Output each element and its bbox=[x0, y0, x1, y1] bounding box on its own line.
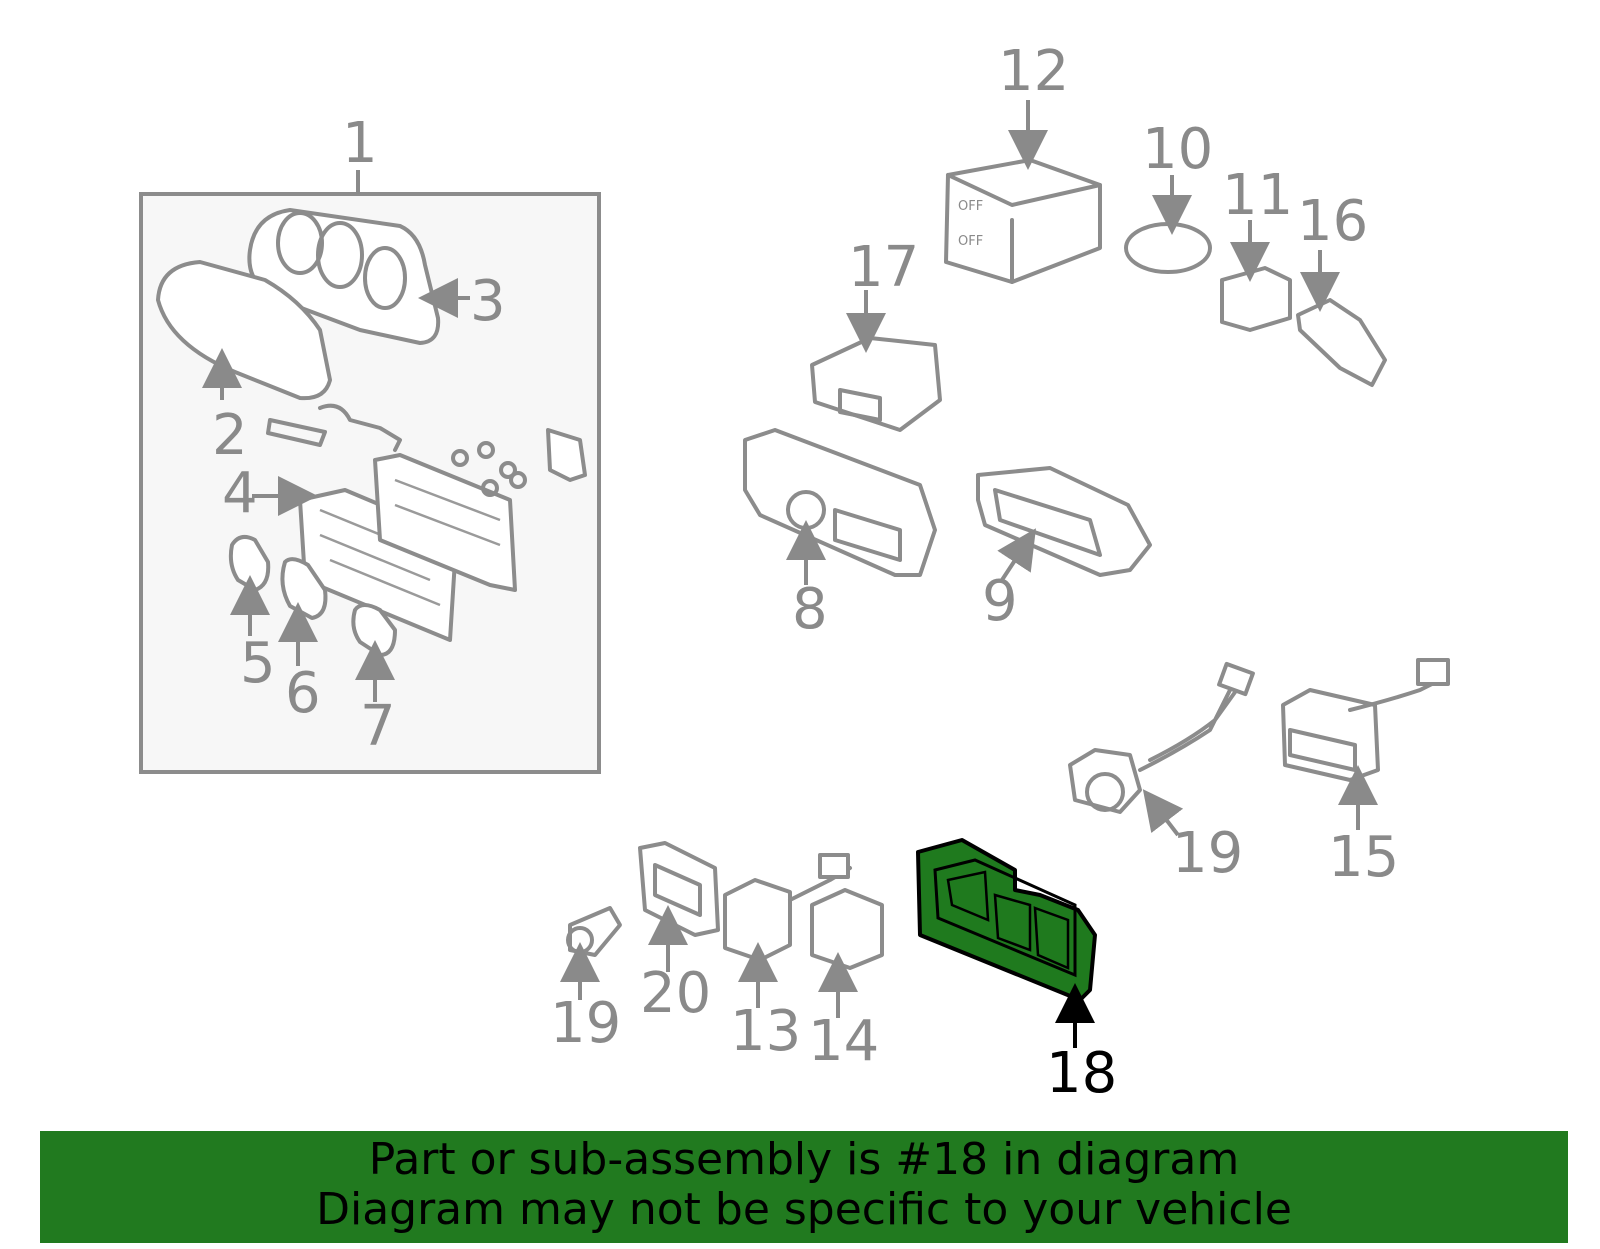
off-label-top: OFF bbox=[958, 199, 983, 214]
gauge-part-5 bbox=[228, 534, 271, 636]
module-part-17 bbox=[810, 290, 942, 432]
callout-19-left: 19 bbox=[550, 991, 621, 1056]
callout-12: 12 bbox=[998, 39, 1069, 104]
control-panel-part-8 bbox=[743, 428, 937, 585]
callout-17: 17 bbox=[848, 235, 919, 300]
callout-19-right: 19 bbox=[1172, 821, 1243, 886]
callout-4: 4 bbox=[222, 461, 258, 526]
bezel-part-20 bbox=[638, 841, 720, 972]
cap-part-10 bbox=[1124, 175, 1212, 274]
callout-18: 18 bbox=[1046, 1041, 1117, 1106]
cluster-small-parts bbox=[266, 403, 587, 497]
switch-part-11 bbox=[1220, 220, 1292, 332]
callout-6: 6 bbox=[285, 661, 321, 726]
switch-part-16 bbox=[1296, 250, 1387, 387]
callout-16: 16 bbox=[1297, 189, 1368, 254]
cluster-lens-part-2 bbox=[156, 260, 332, 401]
callout-7: 7 bbox=[360, 694, 396, 759]
callout-1: 1 bbox=[342, 111, 378, 176]
switch-part-15 bbox=[1281, 658, 1450, 830]
callout-8: 8 bbox=[792, 577, 828, 642]
banner-line-2: Diagram may not be specific to your vehi… bbox=[316, 1184, 1292, 1235]
callout-10: 10 bbox=[1142, 117, 1213, 182]
highlighted-bezel-part-18[interactable] bbox=[916, 838, 1097, 1048]
callout-3: 3 bbox=[470, 269, 506, 334]
callout-9: 9 bbox=[982, 569, 1018, 634]
cluster-housing-part-3 bbox=[247, 208, 470, 345]
callout-14: 14 bbox=[808, 1009, 879, 1074]
callout-labels: 1 2 3 4 5 6 7 8 9 10 11 12 13 14 15 16 1… bbox=[212, 39, 1399, 1106]
gauge-part-7 bbox=[351, 603, 397, 702]
off-label-bottom: OFF bbox=[958, 234, 983, 249]
switch-block-part-12: OFF OFF bbox=[944, 100, 1102, 284]
callout-5: 5 bbox=[240, 631, 276, 696]
lamp-socket-part-19-right bbox=[1068, 661, 1255, 837]
socket-part-19-left bbox=[560, 906, 622, 1000]
bezel-part-9 bbox=[976, 466, 1152, 582]
callout-11: 11 bbox=[1222, 163, 1293, 228]
callout-13: 13 bbox=[730, 999, 801, 1064]
callout-2: 2 bbox=[212, 403, 248, 468]
callout-15: 15 bbox=[1328, 825, 1399, 890]
banner-line-1: Part or sub-assembly is #18 in diagram bbox=[368, 1134, 1240, 1185]
callout-20: 20 bbox=[640, 961, 711, 1026]
switch-part-13 bbox=[723, 853, 852, 1008]
gauge-part-6 bbox=[278, 557, 328, 666]
switch-part-14 bbox=[810, 888, 884, 1018]
info-banner: Part or sub-assembly is #18 in diagram D… bbox=[40, 1131, 1568, 1243]
